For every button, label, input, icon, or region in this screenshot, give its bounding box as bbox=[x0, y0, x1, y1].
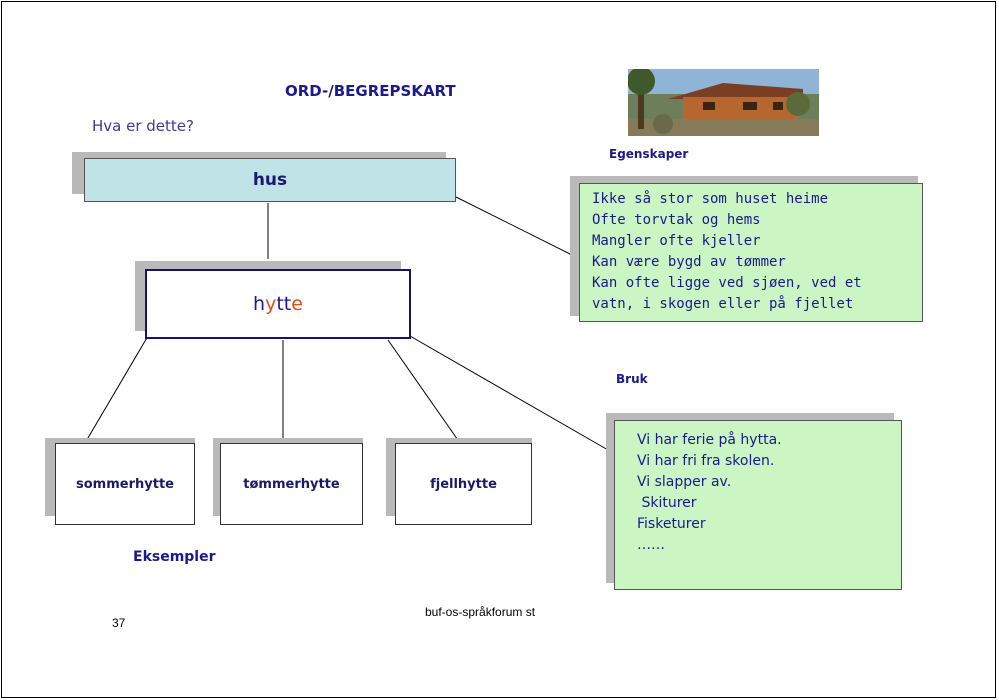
usage-line: Vi har ferie på hytta. bbox=[637, 432, 782, 448]
hytte-box: hytte bbox=[145, 269, 411, 339]
question-text: Hva er dette? bbox=[92, 117, 194, 135]
page-number: 37 bbox=[112, 616, 126, 630]
usage-heading: Bruk bbox=[616, 372, 648, 386]
example-label: sommerhytte bbox=[76, 476, 174, 492]
usage-line: Vi slapper av. bbox=[637, 474, 732, 490]
hus-label: hus bbox=[252, 170, 288, 190]
hytte-label: hytte bbox=[253, 293, 303, 315]
usage-box: Vi har ferie på hytta. Vi har fri fra sk… bbox=[614, 420, 902, 590]
usage-line: Skiturer bbox=[637, 495, 697, 511]
hytte-part-2: y bbox=[265, 293, 277, 315]
connector-hytte-usage bbox=[409, 335, 616, 455]
example-label: fjellhytte bbox=[430, 476, 497, 492]
example-box-sommerhytte: sommerhytte bbox=[55, 443, 195, 525]
property-line: Mangler ofte kjeller bbox=[592, 233, 761, 249]
property-line: Ofte torvtak og hems bbox=[592, 212, 761, 228]
usage-line: Vi har fri fra skolen. bbox=[637, 453, 775, 469]
property-line: vatn, i skogen eller på fjellet bbox=[592, 296, 854, 312]
usage-line: …… bbox=[637, 537, 665, 553]
property-line: Ikke så stor som huset heime bbox=[592, 191, 829, 207]
examples-heading: Eksempler bbox=[133, 549, 216, 565]
footer-source: buf-os-språkforum st bbox=[425, 605, 536, 619]
hytte-part-1: h bbox=[253, 293, 266, 315]
page-title: ORD-/BEGREPSKART bbox=[285, 82, 456, 100]
hytte-part-3: tt bbox=[276, 293, 292, 315]
connector-hytte-fjellhytte bbox=[387, 339, 461, 444]
property-line: Kan ofte ligge ved sjøen, ved et bbox=[592, 275, 862, 291]
example-box-tommerhytte: tømmerhytte bbox=[220, 443, 363, 525]
property-line: Kan være bygd av tømmer bbox=[592, 254, 786, 270]
properties-box: Ikke så stor som huset heime Ofte torvta… bbox=[579, 183, 923, 322]
cabin-photo bbox=[628, 69, 819, 136]
example-label: tømmerhytte bbox=[243, 476, 340, 492]
hus-box: hus bbox=[84, 158, 456, 202]
hytte-part-4: e bbox=[291, 293, 303, 315]
connector-hytte-sommerhytte bbox=[84, 335, 149, 444]
example-box-fjellhytte: fjellhytte bbox=[395, 443, 532, 525]
properties-heading: Egenskaper bbox=[609, 147, 689, 161]
connector-hus-properties bbox=[455, 196, 579, 259]
usage-line: Fisketurer bbox=[637, 516, 706, 532]
